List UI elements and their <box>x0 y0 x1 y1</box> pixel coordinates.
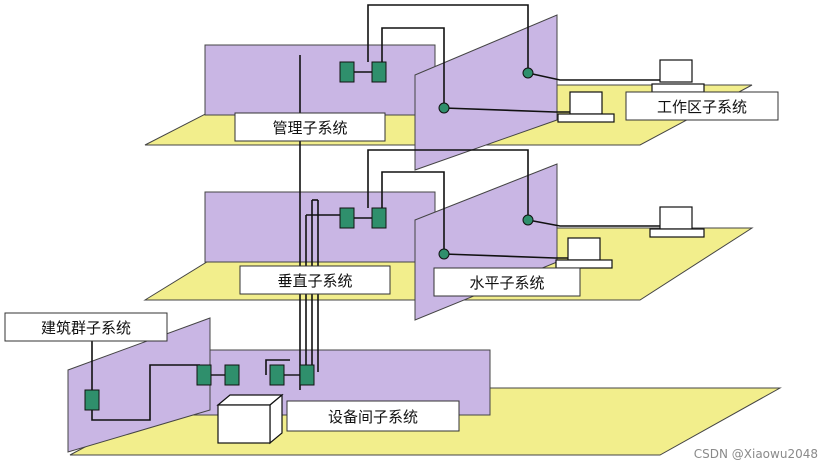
label-horizontal: 水平子系统 <box>433 267 581 297</box>
floor-bottom <box>67 317 782 456</box>
connector-bottom-4 <box>299 364 315 386</box>
computer-icon <box>651 59 705 93</box>
label-management-text: 管理子系统 <box>272 119 347 137</box>
connector-mid-right <box>371 207 387 229</box>
connector-top-right <box>371 61 387 83</box>
outlet-top-1 <box>522 67 534 79</box>
connector-top-left <box>339 61 355 83</box>
connector-bottom-2 <box>224 364 240 386</box>
equipment-cabinet <box>216 393 284 445</box>
label-vertical-text: 垂直子系统 <box>277 272 352 290</box>
label-equipment-room: 设备间子系统 <box>286 400 460 432</box>
connector-bottom-1 <box>196 364 212 386</box>
label-management: 管理子系统 <box>234 112 386 142</box>
connector-bottom-3 <box>269 364 285 386</box>
label-campus: 建筑群子系统 <box>4 312 168 342</box>
floor-middle <box>143 163 754 321</box>
connector-campus <box>84 389 100 411</box>
connector-mid-left <box>339 207 355 229</box>
label-work-area-text: 工作区子系统 <box>657 98 747 116</box>
label-campus-text: 建筑群子系统 <box>41 319 131 337</box>
wall-back-top <box>204 44 436 116</box>
watermark: CSDN @Xiaowu2048 <box>694 447 818 461</box>
computer-icon <box>555 237 613 269</box>
label-equipment-room-text: 设备间子系统 <box>328 408 418 426</box>
outlet-mid-1 <box>522 214 534 226</box>
outlets <box>438 67 534 260</box>
outlet-top-2 <box>438 102 450 114</box>
workstations <box>555 59 705 269</box>
wall-back-middle <box>204 191 436 263</box>
outlet-mid-2 <box>438 248 450 260</box>
wall-side-top <box>414 14 558 171</box>
label-vertical: 垂直子系统 <box>239 265 391 295</box>
computer-icon <box>557 91 615 123</box>
label-horizontal-text: 水平子系统 <box>469 274 544 292</box>
computer-icon <box>649 206 705 238</box>
label-work-area: 工作区子系统 <box>625 91 779 121</box>
connectors <box>84 61 387 411</box>
